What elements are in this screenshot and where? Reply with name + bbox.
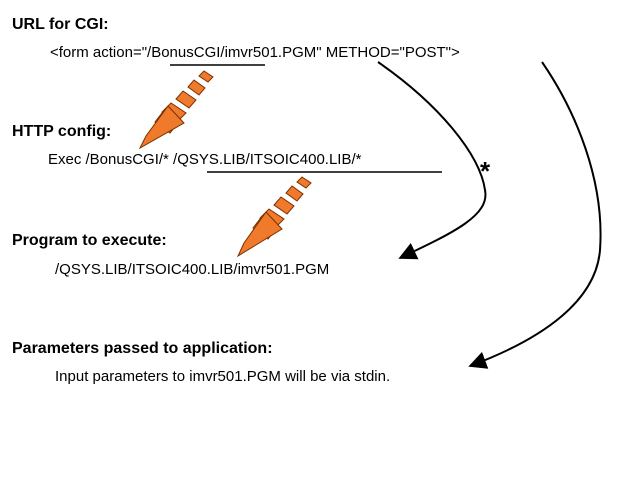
program-heading: Program to execute: [12,232,167,249]
mapping-arrow-http-to-program [236,176,312,258]
mapping-arrow-url-to-http [138,70,214,150]
url-code: <form action="/BonusCGI/imvr501.PGM" MET… [50,44,460,61]
program-path: /QSYS.LIB/ITSOIC400.LIB/imvr501.PGM [55,261,330,278]
http-config-code: Exec /BonusCGI/* /QSYS.LIB/ITSOIC400.LIB… [48,151,362,168]
url-heading: URL for CGI: [12,16,109,33]
post-method-connector [468,61,602,369]
program-name-connector [377,61,487,260]
parameters-heading: Parameters passed to application: [12,340,273,357]
parameters-text: Input parameters to imvr501.PGM will be … [55,368,391,385]
asterisk-note-marker: * [480,156,491,186]
http-config-heading: HTTP config: [12,123,112,140]
